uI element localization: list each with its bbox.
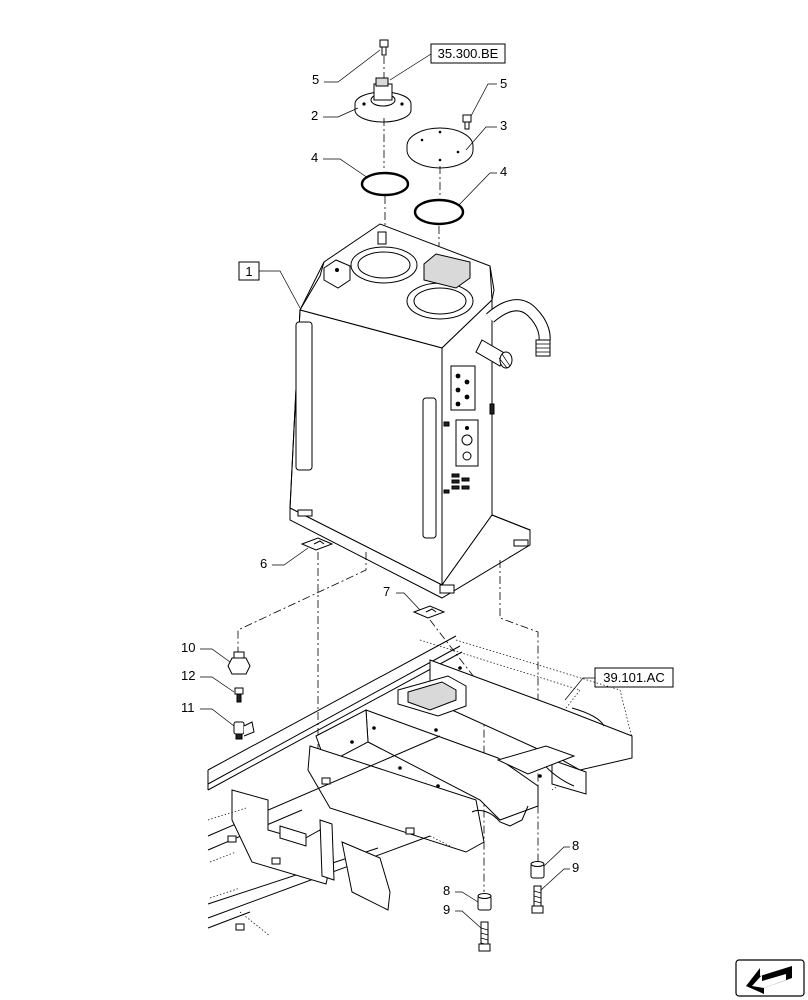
machine-frame: [208, 636, 632, 936]
callout-11: 11: [181, 700, 195, 715]
bolt-5-right: [463, 115, 471, 129]
callout-8-right: 8: [572, 838, 579, 853]
clamp-11: [234, 722, 254, 739]
callout-9-right: 9: [572, 860, 579, 875]
bolt-5-left: [380, 40, 388, 55]
bolt-9-right: [532, 886, 543, 913]
callout-4-left: 4: [311, 150, 318, 165]
callout-7: 7: [383, 584, 390, 599]
fitting-10: [228, 652, 250, 674]
o-ring-4-left: [362, 173, 408, 195]
svg-text:39.101.AC: 39.101.AC: [603, 670, 664, 685]
callout-10: 10: [181, 640, 195, 655]
callout-5-left: 5: [312, 72, 319, 87]
callout-8-left: 8: [443, 883, 450, 898]
callout-3: 3: [500, 118, 507, 133]
suction-pipe: [476, 305, 550, 368]
shim-7: [414, 606, 444, 618]
callout-9-left: 9: [443, 902, 450, 917]
callout-2: 2: [311, 108, 318, 123]
spacer-8-right: [531, 862, 544, 879]
spacer-8-left: [478, 894, 491, 911]
reference-box-39-101-ac[interactable]: 39.101.AC: [595, 668, 673, 687]
callout-6: 6: [260, 556, 267, 571]
callout-4-right: 4: [500, 164, 507, 179]
shim-6: [302, 538, 332, 550]
bolt-9-left: [479, 922, 490, 951]
callout-5-right: 5: [500, 76, 507, 91]
valve-12: [235, 688, 243, 702]
breather-cap-2: [355, 78, 411, 122]
callout-12: 12: [181, 668, 195, 683]
item-1-box[interactable]: 1: [239, 262, 259, 280]
hydraulic-tank-1: [290, 224, 530, 598]
svg-text:35.300.BE: 35.300.BE: [438, 46, 499, 61]
cover-plate-3: [407, 128, 473, 168]
svg-text:1: 1: [245, 264, 252, 279]
reference-box-35-300-be[interactable]: 35.300.BE: [431, 44, 505, 63]
o-ring-4-right: [415, 200, 463, 224]
navigation-arrow-icon[interactable]: [736, 960, 804, 996]
